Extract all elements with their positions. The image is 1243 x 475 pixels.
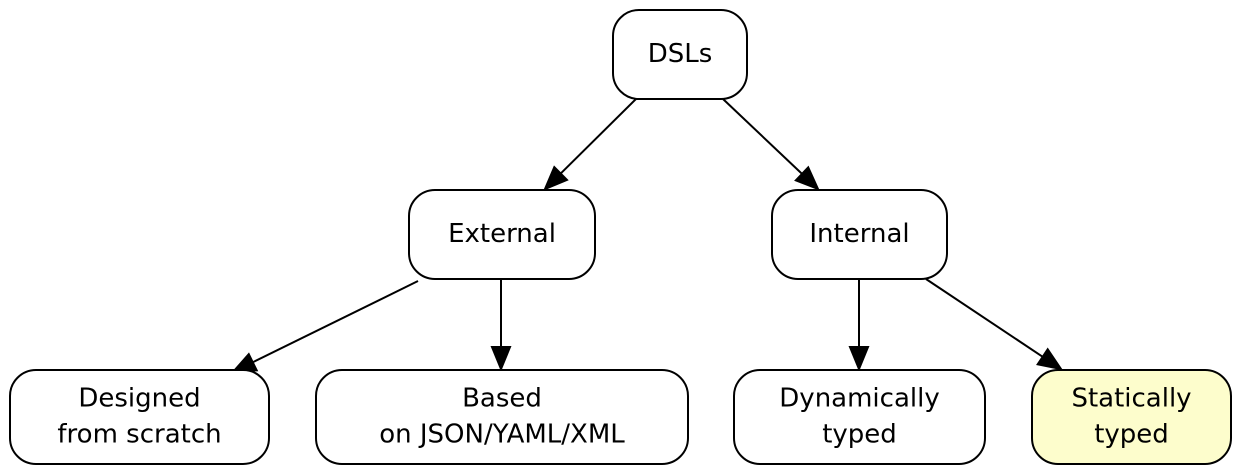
node-box xyxy=(612,9,748,100)
node-label-line: on JSON/YAML/XML xyxy=(379,420,625,450)
node-external: External xyxy=(408,189,596,280)
node-box xyxy=(1031,369,1232,465)
node-static: Statically typed xyxy=(1031,369,1232,465)
node-internal: Internal xyxy=(771,189,948,280)
edge-line xyxy=(252,280,419,364)
node-dynamic: Dynamically typed xyxy=(733,369,986,465)
node-box xyxy=(408,189,596,280)
edge-external-to-based xyxy=(490,279,512,372)
arrowhead-icon xyxy=(490,346,512,372)
node-label-line: Internal xyxy=(809,219,909,249)
edges-layer xyxy=(230,98,1064,374)
node-dsls: DSLs xyxy=(612,9,748,100)
edge-line xyxy=(722,98,803,175)
node-label-line: typed xyxy=(1094,420,1169,450)
edge-dsls-to-external xyxy=(543,98,637,191)
node-box xyxy=(733,369,986,465)
node-label-line: Based xyxy=(462,384,542,414)
arrowhead-icon xyxy=(794,165,820,191)
node-label-line: Dynamically xyxy=(779,384,939,414)
node-label-line: DSLs xyxy=(648,39,713,69)
edge-line xyxy=(559,98,637,175)
node-label-line: typed xyxy=(822,420,897,450)
node-label-line: Designed xyxy=(78,384,200,414)
node-label-line: External xyxy=(448,219,556,249)
arrowhead-icon xyxy=(543,165,569,191)
edge-external-to-designed xyxy=(230,280,419,374)
edge-internal-to-dynamic xyxy=(848,279,870,372)
node-designed: Designed from scratch xyxy=(9,369,270,465)
node-label-line: from scratch xyxy=(57,420,221,450)
edge-dsls-to-internal xyxy=(722,98,820,191)
node-box xyxy=(771,189,948,280)
arrowhead-icon xyxy=(1036,347,1064,371)
arrowhead-icon xyxy=(848,346,870,372)
edge-internal-to-static xyxy=(925,278,1064,371)
node-label-line: Statically xyxy=(1071,384,1191,414)
node-box xyxy=(9,369,270,465)
node-box xyxy=(315,369,689,465)
node-based: Based on JSON/YAML/XML xyxy=(315,369,689,465)
edge-line xyxy=(925,278,1044,358)
